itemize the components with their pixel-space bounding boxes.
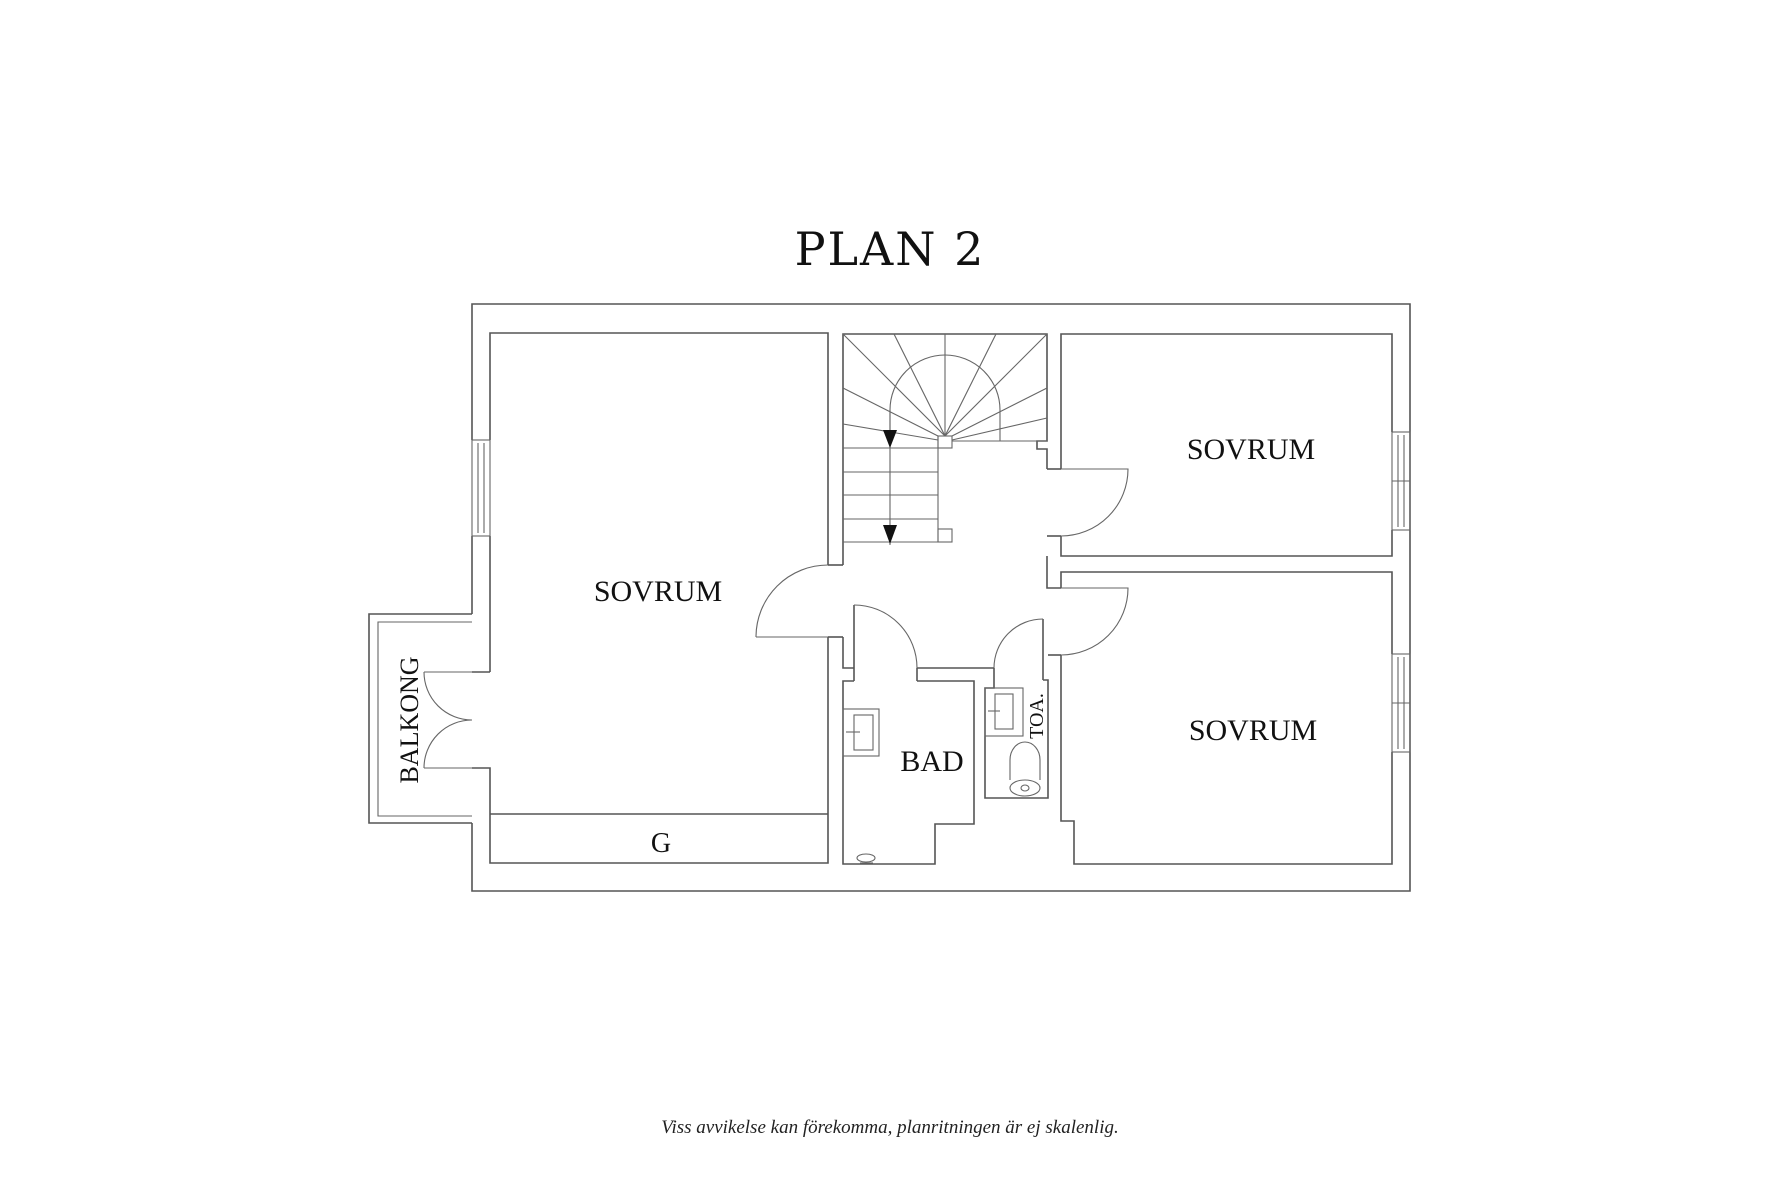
label-bedroom-bottom-right: SOVRUM — [1189, 714, 1317, 747]
label-bedroom-left: SOVRUM — [594, 575, 722, 608]
room-bedroom-top-right — [1047, 333, 1411, 557]
balcony — [368, 613, 473, 824]
disclaimer-note: Viss avvikelse kan förekomma, planritnin… — [661, 1117, 1119, 1138]
label-toilet: TOA. — [1026, 693, 1048, 739]
plan-title: PLAN 2 — [794, 222, 986, 276]
room-toilet — [984, 618, 1049, 799]
room-bedroom-left — [471, 332, 843, 864]
label-bedroom-top-right: SOVRUM — [1187, 433, 1315, 466]
label-bathroom: BAD — [900, 745, 963, 778]
room-bathroom — [842, 604, 994, 865]
outer-walls — [471, 303, 1411, 892]
label-balcony: BALKONG — [395, 656, 424, 783]
room-bedroom-bottom-right — [1046, 556, 1411, 865]
staircase — [842, 333, 1048, 565]
label-wardrobe: G — [651, 828, 671, 859]
